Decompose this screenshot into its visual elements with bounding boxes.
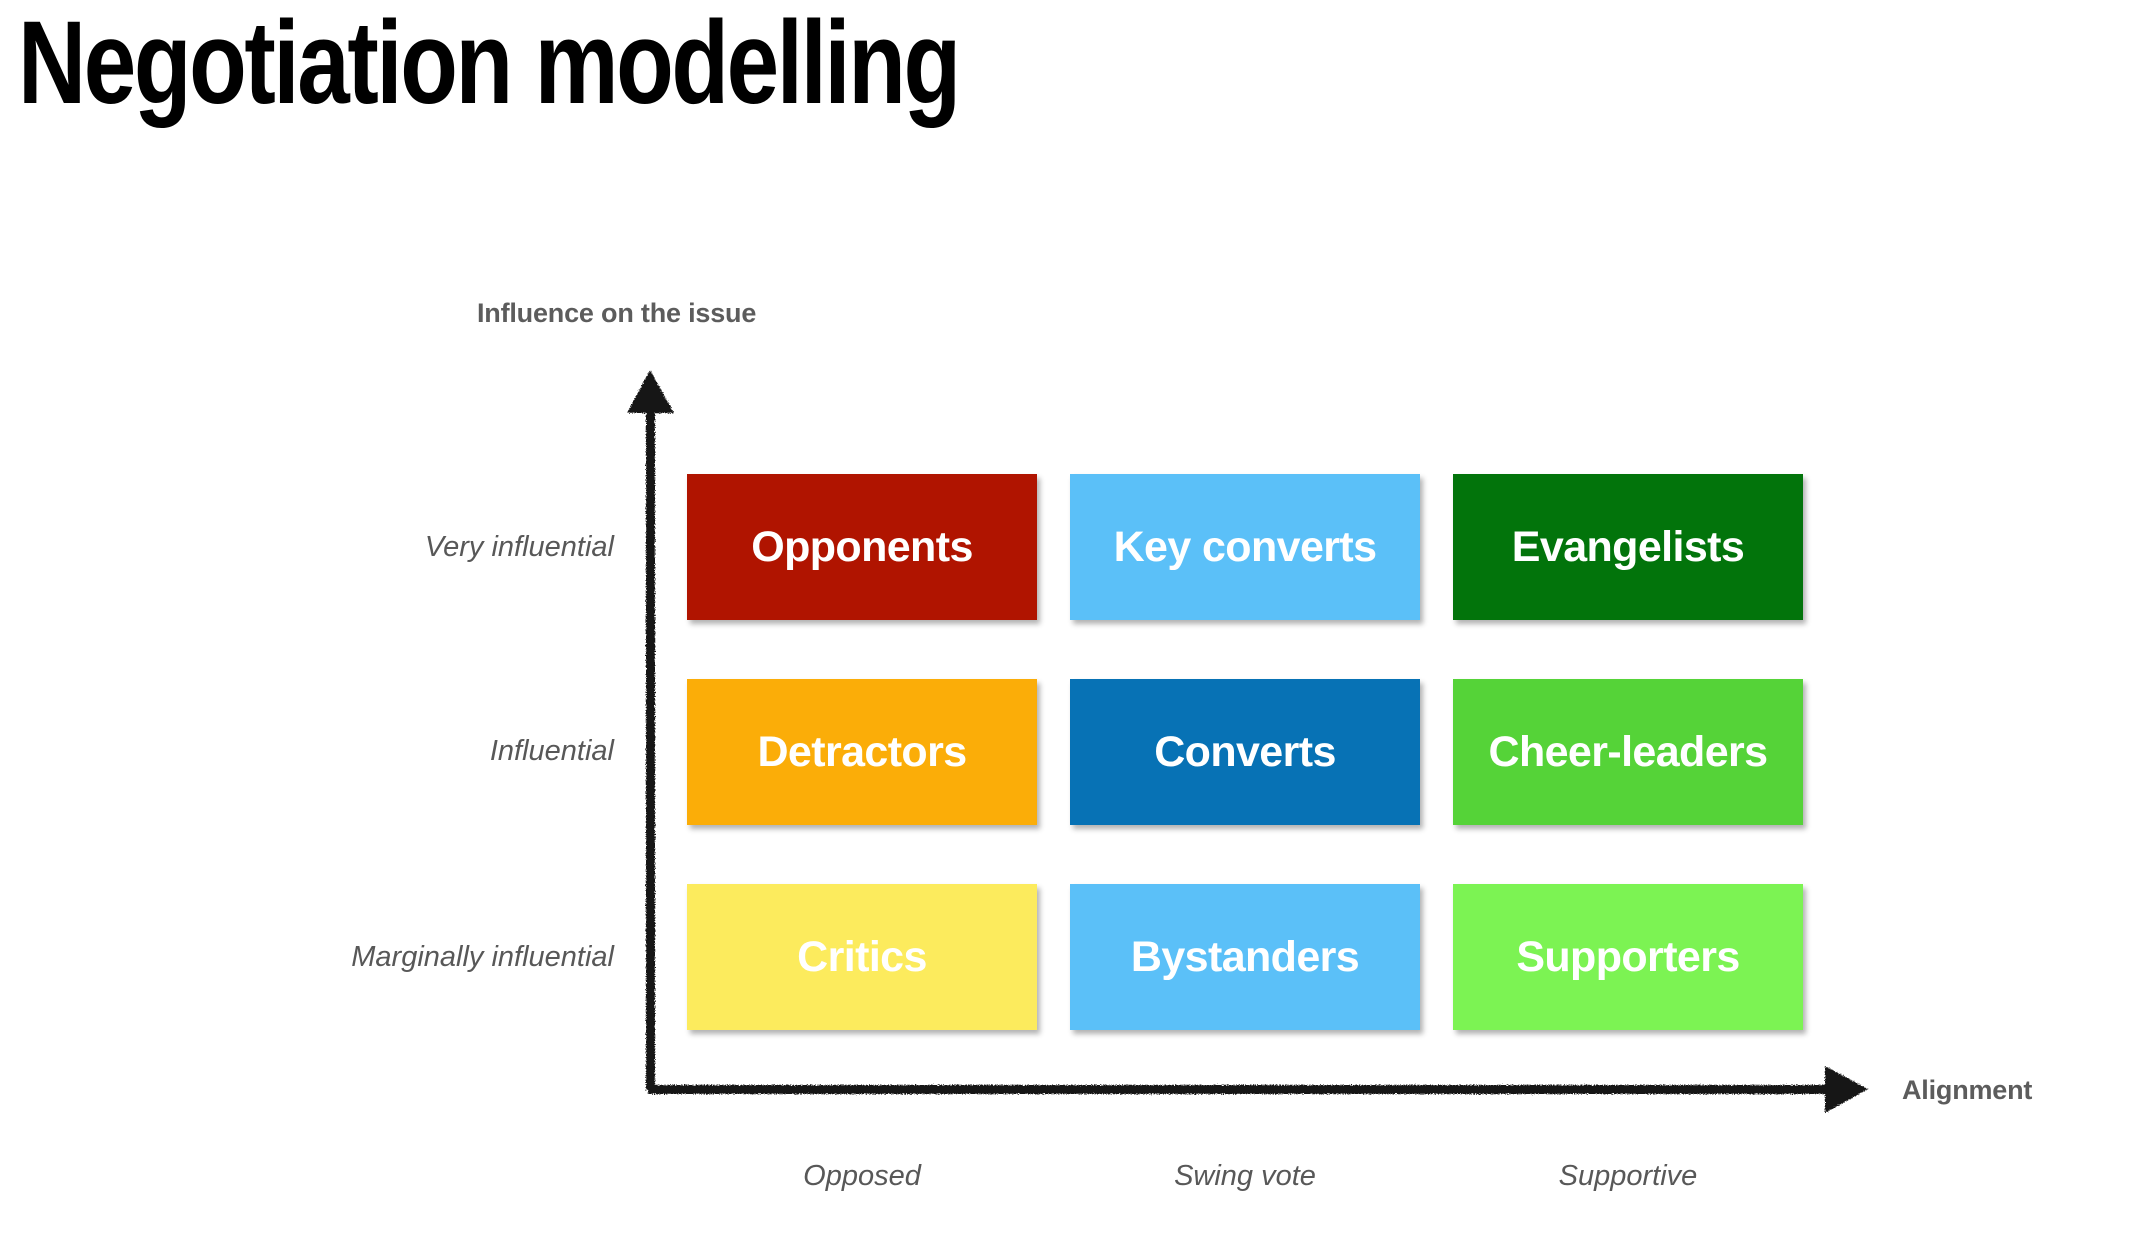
y-axis-tick-marginally-influential: Marginally influential xyxy=(351,941,614,973)
matrix-cell[interactable]: Detractors xyxy=(687,679,1037,825)
matrix-cell[interactable]: Bystanders xyxy=(1070,884,1420,1030)
x-axis-tick-opposed: Opposed xyxy=(803,1160,921,1192)
page-title: Negotiation modelling xyxy=(18,0,961,129)
matrix-cell[interactable]: Key converts xyxy=(1070,474,1420,620)
matrix-cell-label: Supporters xyxy=(1516,932,1740,981)
matrix-cell-label: Key converts xyxy=(1113,522,1377,571)
matrix-cell[interactable]: Evangelists xyxy=(1453,474,1803,620)
matrix-cell[interactable]: Opponents xyxy=(687,474,1037,620)
matrix-cell-label: Converts xyxy=(1154,727,1336,776)
matrix-cell[interactable]: Cheer-leaders xyxy=(1453,679,1803,825)
x-axis-tick-swing-vote: Swing vote xyxy=(1174,1160,1316,1192)
matrix-cell-label: Opponents xyxy=(751,522,973,571)
y-axis-title: Influence on the issue xyxy=(477,298,757,328)
matrix-cell-label: Bystanders xyxy=(1130,932,1360,981)
x-axis-tick-supportive: Supportive xyxy=(1558,1160,1698,1192)
y-axis-tick-influential: Influential xyxy=(489,735,614,767)
x-axis-title: Alignment xyxy=(1902,1075,2033,1105)
matrix-cell[interactable]: Critics xyxy=(687,884,1037,1030)
matrix-cell-label: Evangelists xyxy=(1511,522,1745,571)
y-axis-tick-very-influential: Very influential xyxy=(424,531,614,563)
matrix-cell-label: Detractors xyxy=(757,727,967,776)
matrix-cell-label: Critics xyxy=(797,932,927,981)
matrix-cell-label: Cheer-leaders xyxy=(1488,727,1768,776)
matrix-cell[interactable]: Supporters xyxy=(1453,884,1803,1030)
matrix-cell[interactable]: Converts xyxy=(1070,679,1420,825)
